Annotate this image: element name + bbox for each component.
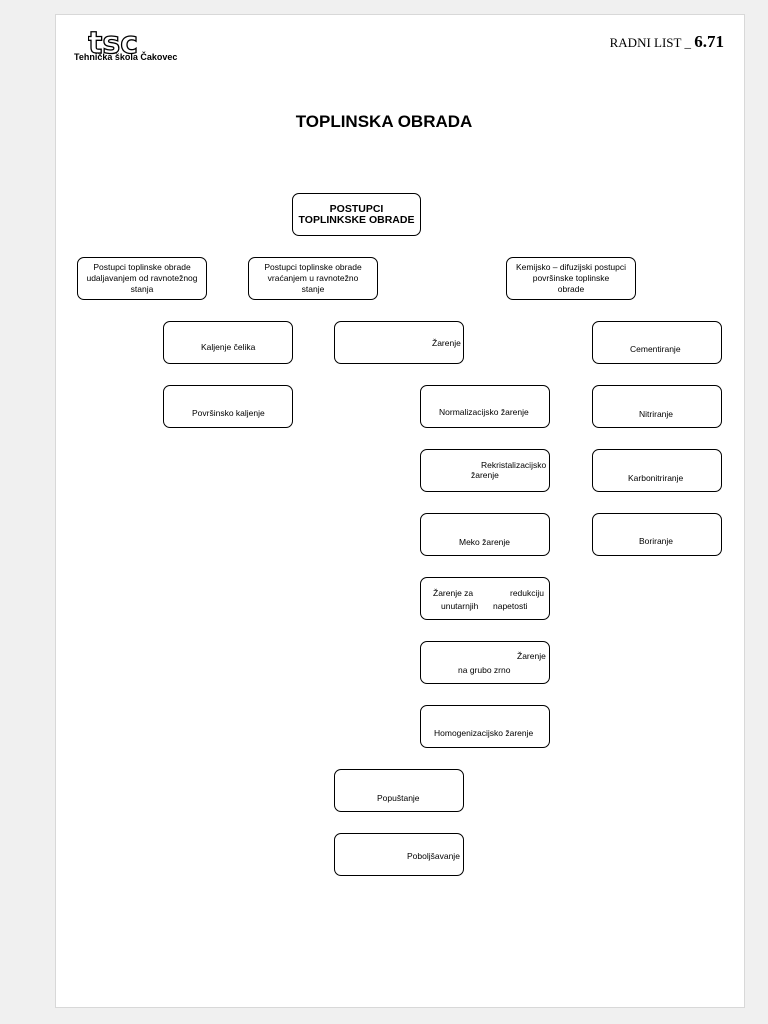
box-kaljenje-celika: Kaljenje čelika bbox=[163, 321, 293, 364]
box-karbonitriranje: Karbonitriranje bbox=[592, 449, 722, 492]
grubo-zrno-zarenje-label: Žarenje bbox=[517, 651, 546, 661]
box-meko-zarenje: Meko žarenje bbox=[420, 513, 550, 556]
zarenje-label: Žarenje bbox=[432, 338, 461, 348]
category-1-line-1: Postupci toplinske obrade bbox=[93, 262, 191, 272]
box-normalizacijsko-zarenje: Normalizacijsko žarenje bbox=[420, 385, 550, 428]
box-povrsinsko-kaljenje: Površinsko kaljenje bbox=[163, 385, 293, 428]
box-poboljsavanje: Poboljšavanje bbox=[334, 833, 464, 876]
category-3-line-3: obrade bbox=[557, 284, 585, 294]
box-zarenje: Žarenje bbox=[334, 321, 464, 364]
box-rekristalizacijsko-zarenje: Rekristalizacijsko žarenje bbox=[420, 449, 550, 492]
popustanje-label: Popuštanje bbox=[377, 793, 420, 803]
rekristalizacijsko-label: Rekristalizacijsko bbox=[481, 460, 547, 470]
kaljenje-celika-label: Kaljenje čelika bbox=[201, 342, 256, 352]
rekristalizacijsko-zarenje-label: žarenje bbox=[471, 470, 499, 480]
meko-zarenje-label: Meko žarenje bbox=[459, 537, 511, 547]
box-zarenje-redukcija-napetosti: Žarenje za redukciju unutarnjih napetost… bbox=[420, 577, 550, 620]
povrsinsko-kaljenje-label: Površinsko kaljenje bbox=[192, 408, 265, 418]
category-1-line-3: stanja bbox=[130, 284, 154, 294]
school-logo: tsc Tehnička škola Čakovec bbox=[70, 29, 182, 65]
category-2-line-1: Postupci toplinske obrade bbox=[264, 262, 362, 272]
category-1-line-2: udaljavanjem od ravnotežnog bbox=[86, 273, 198, 283]
worksheet-number: 6.71 bbox=[694, 32, 724, 51]
napetosti-label: napetosti bbox=[493, 601, 528, 611]
root-line-1: POSTUPCI bbox=[329, 202, 384, 215]
page-title: TOPLINSKA OBRADA bbox=[295, 112, 473, 131]
na-grubo-zrno-label: na grubo zrno bbox=[458, 665, 511, 675]
zarenje-za-label: Žarenje za bbox=[433, 588, 474, 598]
box-homogenizacijsko-zarenje: Homogenizacijsko žarenje bbox=[420, 705, 550, 748]
poboljsavanje-label: Poboljšavanje bbox=[407, 851, 460, 861]
category-3-line-2: površinske toplinske bbox=[532, 273, 610, 283]
homogenizacijsko-zarenje-label: Homogenizacijsko žarenje bbox=[434, 728, 534, 738]
normalizacijsko-zarenje-label: Normalizacijsko žarenje bbox=[439, 407, 529, 417]
category-box-2: Postupci toplinske obrade vraćanjem u ra… bbox=[248, 257, 378, 300]
box-zarenje-grubo-zrno: Žarenje na grubo zrno bbox=[420, 641, 550, 684]
logo-icon: tsc bbox=[88, 29, 139, 59]
nitriranje-label: Nitriranje bbox=[639, 409, 674, 419]
root-line-2: TOPLINKSKE OBRADE bbox=[298, 213, 415, 226]
svg-text:tsc: tsc bbox=[88, 29, 138, 59]
karbonitriranje-label: Karbonitriranje bbox=[628, 473, 684, 483]
worksheet-label: RADNI LIST _ 6.71 bbox=[610, 32, 724, 52]
category-3-line-1: Kemijsko – difuzijski postupci bbox=[515, 262, 627, 272]
root-box: POSTUPCI TOPLINKSKE OBRADE bbox=[292, 193, 421, 236]
redukciju-label: redukciju bbox=[510, 588, 545, 598]
cementiranje-label: Cementiranje bbox=[630, 344, 681, 354]
box-nitriranje: Nitriranje bbox=[592, 385, 722, 428]
worksheet-label-text: RADNI LIST _ bbox=[609, 35, 691, 50]
category-box-1: Postupci toplinske obrade udaljavanjem o… bbox=[77, 257, 207, 300]
boriranje-label: Boriranje bbox=[639, 536, 674, 546]
school-name: Tehnička škola Čakovec bbox=[74, 52, 178, 62]
box-boriranje: Boriranje bbox=[592, 513, 722, 556]
category-2-line-3: stanje bbox=[301, 284, 325, 294]
box-cementiranje: Cementiranje bbox=[592, 321, 722, 364]
category-2-line-2: vraćanjem u ravnotežno bbox=[267, 273, 359, 283]
unutarnjih-label: unutarnjih bbox=[441, 601, 479, 611]
category-box-3: Kemijsko – difuzijski postupci površinsk… bbox=[506, 257, 636, 300]
box-popustanje: Popuštanje bbox=[334, 769, 464, 812]
